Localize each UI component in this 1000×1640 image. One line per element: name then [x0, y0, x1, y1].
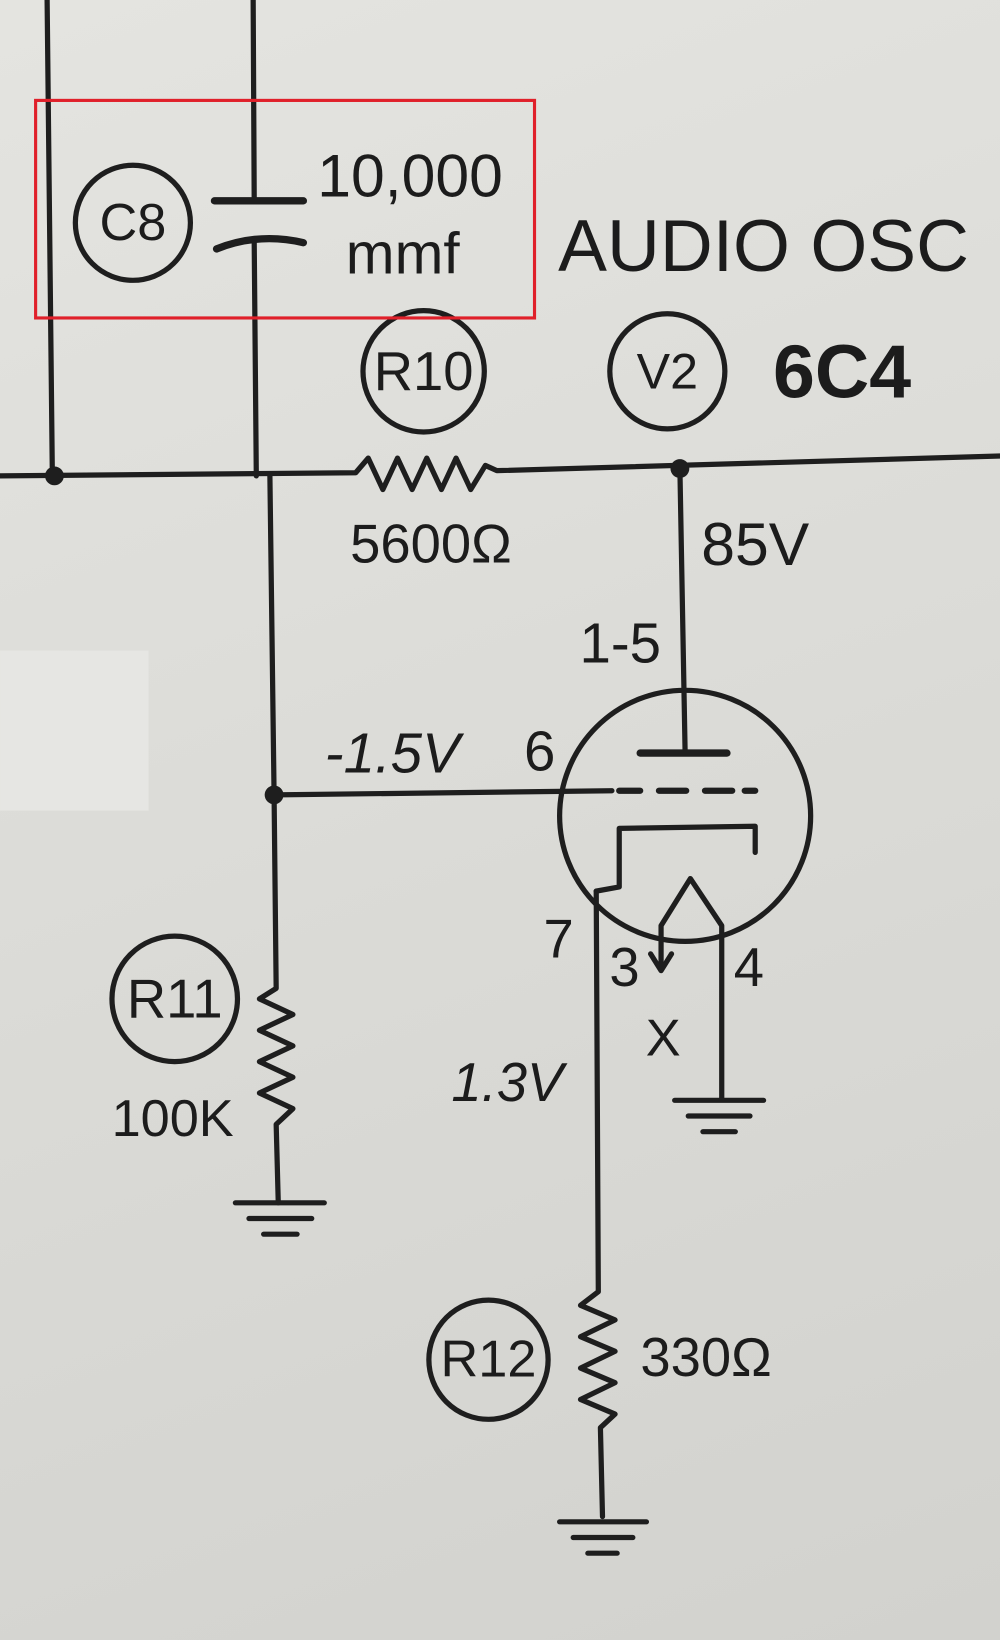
- wire-plate: [677, 465, 688, 756]
- blank-patch: [0, 650, 149, 811]
- heater-pin-4: 4: [734, 937, 764, 998]
- highlight-box-c8: [34, 98, 537, 320]
- wire-left-bus: [44, 0, 55, 479]
- plate-voltage: 85V: [701, 510, 809, 578]
- v2-ref: V2: [637, 343, 698, 399]
- c8-ref-circle: [72, 162, 194, 283]
- r12-ref: R12: [441, 1331, 537, 1389]
- cathode-pin: 7: [543, 909, 573, 970]
- wire-r10: [0, 453, 1000, 493]
- r12-ref-circle: [426, 1297, 551, 1422]
- ground-icon: [557, 1519, 650, 1556]
- r10-ref: R10: [374, 341, 474, 402]
- wire-r11: [256, 792, 296, 1206]
- tube-type: 6C4: [773, 329, 911, 413]
- r11-value: 100K: [112, 1090, 234, 1148]
- circuit-title: AUDIO OSC: [558, 205, 969, 287]
- r11-ref-circle: [109, 933, 241, 1065]
- c8-unit: mmf: [346, 222, 461, 287]
- wire-r12: [577, 888, 618, 1520]
- capacitor-plate-bottom: [212, 234, 308, 253]
- v2-ref-circle: [607, 311, 728, 432]
- grid-voltage: -1.5V: [325, 722, 465, 785]
- tube-envelope: [557, 687, 814, 944]
- c8-value: 10,000: [317, 142, 503, 210]
- r12-value: 330Ω: [640, 1327, 771, 1388]
- heater-pin-3: 3: [609, 937, 639, 998]
- heater-mark: X: [646, 1010, 681, 1068]
- r10-ref-circle: [360, 308, 487, 435]
- r10-value: 5600Ω: [350, 513, 512, 574]
- arrow-icon: [647, 951, 675, 974]
- plate-pins: 1-5: [579, 612, 661, 675]
- c8-ref: C8: [99, 194, 166, 252]
- grid-pin: 6: [524, 719, 555, 782]
- ground-icon: [232, 1200, 327, 1237]
- tube-cathode: [593, 823, 758, 894]
- ground-icon: [672, 1097, 767, 1135]
- junction-dot: [45, 466, 64, 486]
- r11-ref: R11: [127, 968, 223, 1029]
- cathode-voltage: 1.3V: [451, 1052, 568, 1113]
- tube-heater: [658, 875, 725, 1101]
